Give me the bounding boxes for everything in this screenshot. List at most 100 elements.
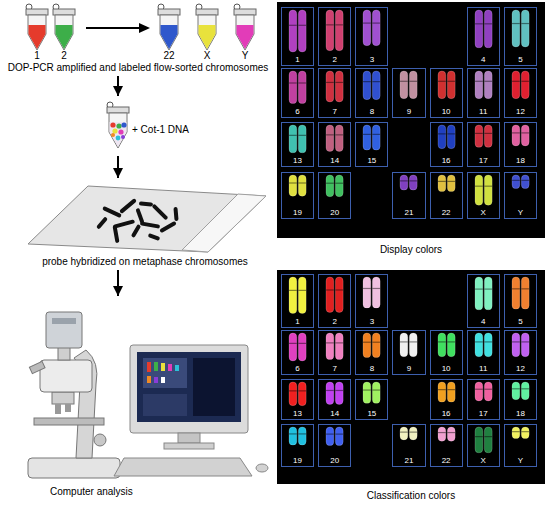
chromosome-pair	[356, 69, 387, 105]
chromosome-number: 3	[370, 317, 374, 327]
chromosome-number: 17	[479, 156, 488, 166]
chromosome-number: 13	[293, 409, 302, 419]
chromosome-box: 16	[430, 122, 463, 167]
chromosome-number: 14	[330, 156, 339, 166]
microscope	[28, 312, 120, 478]
chromosome-number: 1	[295, 55, 299, 65]
centromere	[373, 134, 381, 135]
chromosome-box: 16	[430, 379, 463, 420]
chromosome-number: 10	[442, 107, 451, 117]
centromere	[512, 133, 520, 134]
chromosome-box: 17	[467, 122, 500, 167]
chromosome	[400, 427, 408, 440]
chromosome-number: X	[481, 456, 486, 466]
centromere	[484, 341, 492, 342]
microscope-slide	[28, 186, 266, 252]
chromosome	[512, 125, 520, 146]
chromosome-box: 18	[504, 379, 537, 420]
probe-mix-tube-part	[110, 122, 115, 127]
metaphase-spread-part	[131, 224, 141, 238]
centromere	[512, 341, 520, 342]
metaphase-spread-part	[139, 201, 153, 206]
chromosome-box: 14	[318, 379, 351, 420]
centromere	[521, 133, 529, 134]
chromosome-pair	[319, 380, 350, 407]
chromosome	[438, 175, 446, 192]
tube-number: Y	[230, 50, 260, 62]
chromosome-pair	[319, 8, 350, 53]
chromosome	[512, 71, 520, 99]
chromosome	[521, 333, 529, 357]
probe-mix-tube-part	[110, 122, 127, 147]
chromosome-pair	[468, 380, 499, 407]
tube	[26, 4, 48, 50]
chromosome-number: 11	[479, 364, 487, 374]
tube-part	[28, 15, 46, 50]
centromere	[400, 341, 408, 342]
microscope-part	[46, 312, 82, 348]
chromosome-pair	[319, 123, 350, 154]
metaphase-spread-part	[112, 225, 119, 243]
chromosome	[521, 277, 529, 309]
chromosome-number: 19	[293, 456, 302, 466]
chromosome-pair	[468, 69, 499, 105]
chromosome-number: 3	[370, 55, 374, 65]
chromosome	[512, 277, 520, 309]
centromere	[512, 431, 520, 432]
centromere	[484, 389, 492, 390]
chromosome-pair	[505, 425, 536, 454]
centromere	[521, 388, 529, 389]
chromosome-pair	[505, 123, 536, 154]
chromosome	[373, 71, 381, 100]
chromosome	[521, 382, 529, 400]
microscope-part	[29, 361, 45, 373]
chromosome	[475, 333, 483, 357]
chromosome-number: 15	[367, 409, 376, 419]
chromosome-box: Y	[504, 424, 537, 467]
centromere	[373, 81, 381, 82]
chromosome	[438, 125, 446, 149]
chromosome-pair	[356, 275, 387, 315]
chromosome	[335, 10, 343, 51]
probe-mix-tube-part	[109, 113, 127, 148]
chromosome-pair	[319, 173, 350, 206]
karyotype-panel: Display colors12345678910111213141516171…	[277, 2, 545, 256]
chromosome-number: 6	[295, 364, 299, 374]
chromosome	[447, 125, 455, 149]
tube-part	[234, 9, 256, 15]
centromere	[521, 289, 529, 290]
chromosome	[335, 382, 343, 404]
centromere	[298, 82, 306, 83]
process-step: Computer analysis	[20, 298, 270, 498]
computer-part	[175, 365, 179, 371]
chromosome	[438, 333, 446, 357]
chromosome	[512, 382, 520, 400]
chromosome	[410, 333, 418, 357]
centromere	[438, 81, 446, 82]
computer-part	[178, 433, 200, 443]
metaphase-spread	[96, 198, 179, 243]
chromosome-pair	[319, 69, 350, 105]
chromosome	[373, 382, 381, 403]
chromosome-box: 11	[467, 330, 500, 375]
chromosome-number: 13	[293, 156, 302, 166]
chromosome	[484, 10, 492, 48]
tube-number: 1	[22, 50, 52, 62]
chromosome	[373, 10, 381, 46]
chromosome	[373, 125, 381, 150]
chromosome-pair	[356, 331, 387, 362]
chromosome-number: 7	[332, 107, 336, 117]
chromosome	[298, 333, 306, 361]
microscope-slide-part	[28, 186, 266, 252]
chromosome-box: 9	[392, 68, 425, 118]
centromere	[475, 341, 483, 342]
computer-part	[130, 345, 248, 433]
tube-part	[160, 15, 178, 50]
chromosome-number: 11	[479, 107, 487, 117]
chromosome	[335, 333, 343, 360]
chromosome-number: 1	[295, 317, 299, 327]
tube	[234, 4, 256, 50]
probe-mix-tube-part	[121, 122, 126, 127]
centromere	[521, 431, 529, 432]
centromere	[373, 22, 381, 23]
